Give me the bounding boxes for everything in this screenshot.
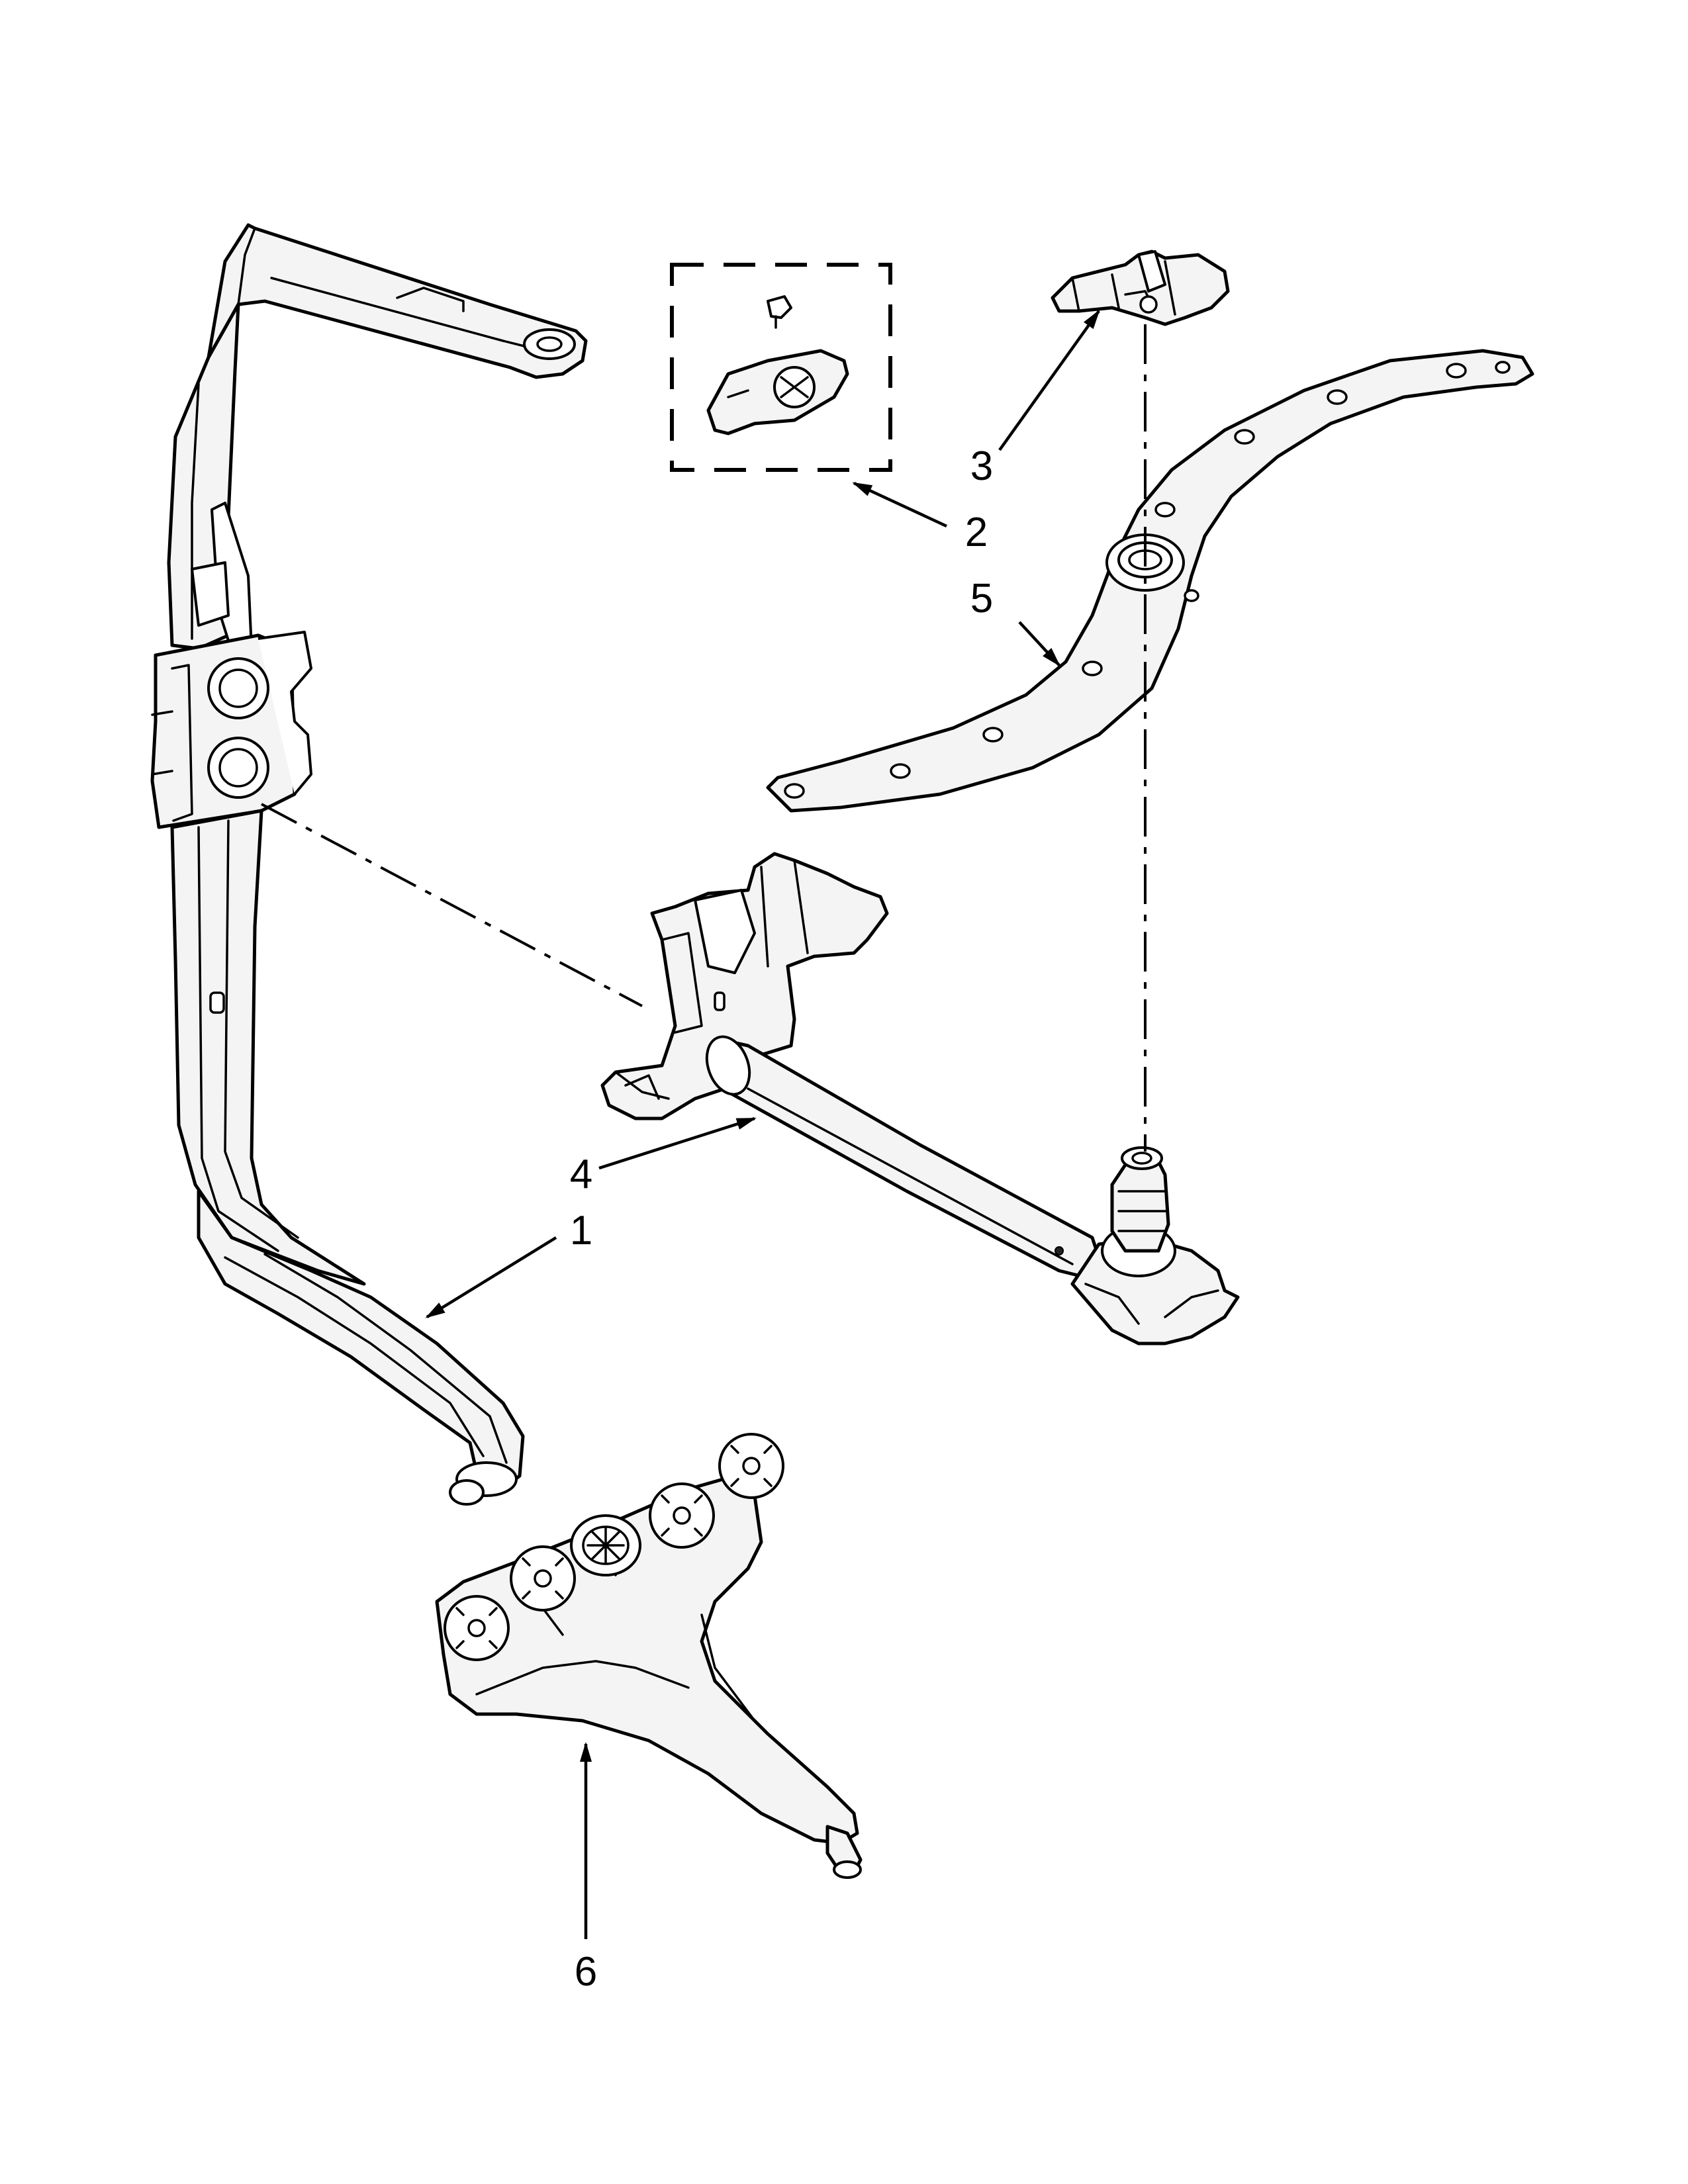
callout-6: 6 — [575, 1949, 597, 1995]
nozzle-disc-1 — [444, 1595, 510, 1661]
callout-1: 1 — [570, 1208, 592, 1253]
kit-outline-box — [670, 263, 892, 472]
nozzle-disc-3 — [649, 1482, 715, 1549]
part-5-spray-arm — [766, 349, 1534, 813]
nozzle-disc-4 — [718, 1433, 784, 1499]
part-4-manifold — [600, 852, 1240, 1345]
callout-4: 4 — [570, 1152, 592, 1197]
alignment-line-tube-to-manifold — [261, 803, 643, 1007]
callout-3: 3 — [970, 443, 993, 489]
callout-5: 5 — [970, 576, 993, 621]
leader-lines — [425, 309, 1100, 1939]
callout-labels: 2 3 5 4 1 6 — [570, 443, 993, 1995]
nozzle-disc-center — [570, 1514, 641, 1576]
leader-5 — [1018, 621, 1061, 667]
leader-1 — [425, 1236, 557, 1318]
nozzle-disc-2 — [510, 1545, 576, 1612]
part-1-spray-tube — [150, 223, 588, 1506]
leader-4 — [598, 1116, 757, 1170]
part-6-lower-manifold — [435, 1433, 863, 1879]
part-3-bracket — [1051, 250, 1230, 326]
part-2-kit — [670, 263, 892, 472]
alignment-lines — [261, 324, 1147, 1152]
callout-2: 2 — [965, 510, 988, 555]
leader-2 — [852, 481, 947, 528]
leader-3 — [998, 309, 1100, 451]
